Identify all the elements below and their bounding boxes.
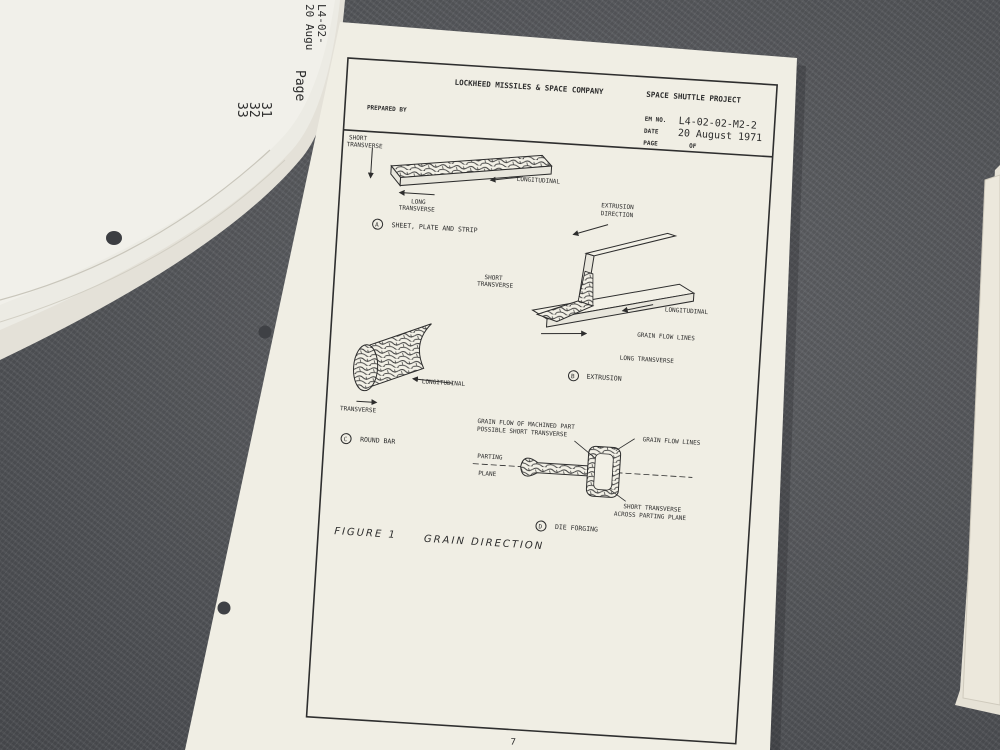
binder-hole <box>258 325 272 339</box>
date-value: 20 August 1971 <box>678 128 763 144</box>
label-short-transverse: SHORT TRANSVERSE <box>623 503 682 514</box>
back-booklet: Page 31 32 33 L4-02- 20 Augu <box>0 0 345 360</box>
binder-hole <box>217 601 231 615</box>
label-long-transverse: LONG TRANSVERSE <box>619 355 674 365</box>
back-edge-text: L4-02- <box>315 4 328 44</box>
label-plane: PLANE <box>478 470 497 478</box>
label-short: SHORT <box>484 274 503 282</box>
marker-c-letter: C <box>343 436 347 443</box>
label-longitudinal: LONGITUDINAL <box>516 176 560 186</box>
marker-d-letter: D <box>538 523 542 530</box>
back-page-number: 32 <box>246 102 261 118</box>
label-direction: DIRECTION <box>601 210 634 219</box>
marker-b <box>567 370 579 382</box>
label-long: LONG <box>411 198 426 206</box>
label-transverse: TRANSVERSE <box>340 405 377 414</box>
panel-extrusion: EXTRUSION DIRECTION SHORT TRANSVERSE LON… <box>477 202 709 383</box>
back-edge-text: 20 Augu <box>303 4 316 50</box>
em-no-label: EM NO. <box>645 116 667 124</box>
label-grain-flow-lines: GRAIN FLOW LINES <box>637 332 696 343</box>
panel-round-bar: LONGITUDINAL TRANSVERSE C ROUND BAR <box>340 323 466 446</box>
back-page-number: 33 <box>234 102 249 118</box>
label-grain-flow-lines: GRAIN FLOW LINES <box>642 436 701 447</box>
prepared-by-label: PREPARED BY <box>367 104 407 114</box>
right-edge-sheet <box>955 165 1000 715</box>
marker-a-letter: A <box>375 222 379 229</box>
label-transverse: TRANSVERSE <box>477 281 514 290</box>
header-rule <box>343 129 773 158</box>
label-transverse: TRANSVERSE <box>398 204 435 213</box>
page-label: PAGE <box>643 140 658 148</box>
em-no-value: L4-02-02-M2-2 <box>678 116 757 132</box>
label-longitudinal: LONGITUDINAL <box>665 306 709 316</box>
panel-sheet-plate-strip: SHORT TRANSVERSE LONGITUDINAL LONG TRANS… <box>346 134 560 234</box>
page-frame <box>305 57 779 745</box>
caption-b: EXTRUSION <box>586 373 622 383</box>
label-parting: PARTING <box>477 453 503 462</box>
figure-number: FIGURE 1 <box>334 526 397 541</box>
marker-b-letter: B <box>571 373 575 380</box>
back-page-number: 31 <box>258 102 273 118</box>
label-short: SHORT <box>349 134 368 142</box>
caption-c: ROUND BAR <box>360 436 396 446</box>
label-transverse: TRANSVERSE <box>346 141 383 150</box>
date-label: DATE <box>644 128 659 136</box>
document-page: LOCKHEED MISSILES & SPACE COMPANY SPACE … <box>185 22 806 750</box>
marker-a <box>372 218 384 230</box>
label-across-parting-plane: ACROSS PARTING PLANE <box>614 511 687 523</box>
label-longitudinal: LONGITUDINAL <box>422 378 466 388</box>
binder-hole-back <box>106 231 122 245</box>
page-number: 7 <box>510 738 516 748</box>
caption-d: DIE FORGING <box>555 523 599 534</box>
back-page-heading: Page <box>292 70 307 101</box>
of-label: OF <box>689 143 697 150</box>
marker-d <box>535 520 547 532</box>
label-extrusion: EXTRUSION <box>601 202 634 211</box>
marker-c <box>340 433 352 445</box>
